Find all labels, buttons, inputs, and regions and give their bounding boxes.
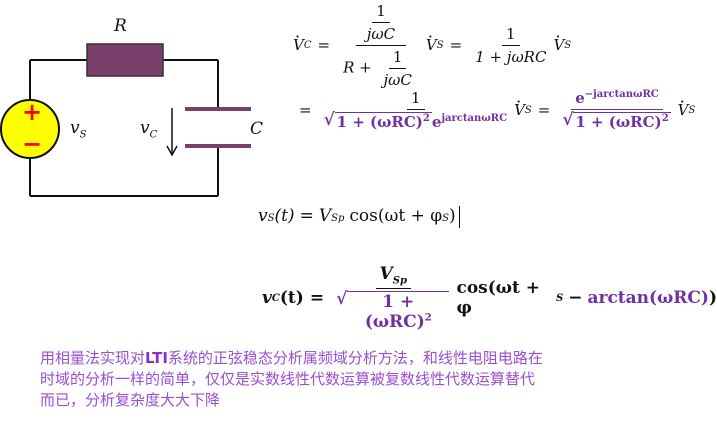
- sqrt-term-3: 1 + (ωRC): [364, 292, 425, 333]
- sp-sub: Sp: [331, 213, 345, 224]
- capacitor-label: C: [250, 119, 264, 139]
- equals-sign: =: [317, 36, 331, 54]
- cap-voltage-label: vC: [140, 118, 157, 140]
- vs-time: v: [258, 206, 268, 226]
- vs-phasor-3: V: [514, 92, 525, 119]
- vs-time-sub: S: [267, 213, 275, 224]
- vc-phasor: V: [293, 27, 304, 54]
- vs-phasor-4: V: [678, 92, 689, 119]
- equals-sign-2: =: [449, 36, 463, 54]
- v-sp: V: [318, 206, 332, 226]
- phi-sub: S: [442, 213, 449, 224]
- equation-divider-ratio: VC = 1 jωC R + 1 jωC VS = 1 1 + jωRC VS: [293, 0, 571, 90]
- vs-sub-4: S: [688, 104, 696, 116]
- inner-fraction-top: 1 jωC: [363, 2, 399, 43]
- close-paren: ): [449, 206, 456, 226]
- exp-neg: −jarctanωRC: [584, 89, 659, 100]
- voltage-source-symbol: [0, 99, 60, 159]
- cap-voltage-symbol: v: [140, 118, 150, 138]
- source-plus-sign: +: [22, 98, 43, 126]
- den-jwc: jωC: [366, 24, 396, 43]
- minus-sign: −: [568, 288, 583, 308]
- cap-voltage-sub: C: [149, 129, 158, 141]
- t-arg-2: (t): [279, 288, 304, 308]
- vs-sub-2: S: [564, 39, 572, 51]
- cos-bold: cos(ωt + φ: [456, 278, 540, 318]
- sqrt-term: 1 + (ωRC): [336, 113, 423, 131]
- equals-sign-6: =: [309, 288, 325, 308]
- equation-capacitor-time: vC (t) = VSp 1 + (ωRC)2 cos(ωt + φ S − ar…: [262, 264, 717, 332]
- text-cursor: [458, 206, 460, 228]
- t-arg: (t): [274, 206, 295, 226]
- resistor-symbol: [86, 43, 164, 77]
- vs-phasor: V: [426, 27, 437, 54]
- transfer-fraction: 1 1 + jωRC: [471, 25, 550, 66]
- exp-base: e: [431, 113, 442, 131]
- sqrt-term-2: 1 + (ωRC): [575, 113, 662, 131]
- equals-sign-5: =: [299, 206, 314, 226]
- line1-a: 用相量法实现对: [40, 349, 146, 367]
- vc-time: v: [262, 288, 272, 308]
- num-one: 1: [372, 2, 390, 23]
- polar-fraction-2: e−jarctanωRC 1 + (ωRC)2: [559, 89, 674, 131]
- source-voltage-label: vS: [70, 118, 86, 140]
- source-minus-sign: −: [22, 130, 43, 158]
- r-plus: R +: [343, 58, 372, 76]
- sq-3: 2: [424, 312, 432, 324]
- cos-arg: cos(ωt + φ: [349, 206, 443, 226]
- paragraph-line-3: 而已，分析复杂度大大下降: [40, 391, 221, 409]
- vs-phasor-2: V: [553, 27, 564, 54]
- transfer-den: 1 + jωRC: [475, 47, 547, 66]
- resistor-label: R: [114, 16, 127, 36]
- amplitude-fraction: VSp 1 + (ωRC)2: [333, 264, 453, 332]
- transfer-num: 1: [502, 25, 520, 46]
- v-sp-2: V: [379, 263, 393, 284]
- sp-sub-2: Sp: [392, 275, 407, 287]
- polar-num: 1: [407, 89, 425, 110]
- vc-arrow: [166, 108, 178, 157]
- inner-fraction-bottom: 1 jωC: [380, 48, 416, 89]
- source-voltage-sub: S: [79, 129, 87, 141]
- equals-sign-4: =: [537, 101, 551, 119]
- arctan-term: arctan(ωRC): [587, 288, 709, 308]
- phi-sub-2: S: [555, 292, 564, 304]
- vc-sub: C: [303, 39, 312, 51]
- main-fraction: 1 jωC R + 1 jωC: [339, 2, 423, 89]
- rc-circuit-diagram: [0, 43, 251, 197]
- vs-sub-3: S: [524, 104, 532, 116]
- lti-bold: LTI: [145, 349, 168, 367]
- paragraph-line-1: 用相量法实现对LTI系统的正弦稳态分析属频域分析方法，和线性电阻电路在: [40, 348, 700, 369]
- sq: 2: [422, 113, 430, 124]
- paragraph-line-2: 时域的分析一样的简单，仅仅是实数线性代数运算被复数线性代数运算替代: [40, 370, 536, 388]
- vc-time-sub: C: [271, 292, 280, 304]
- sq-2: 2: [661, 113, 669, 124]
- num-one-2: 1: [388, 48, 407, 69]
- source-voltage-symbol: v: [70, 118, 80, 138]
- exp-base-2: e: [575, 89, 585, 107]
- line1-b: 系统的正弦稳态分析属频域分析方法，和线性电阻电路在: [167, 349, 543, 367]
- vs-sub: S: [436, 39, 444, 51]
- explanation-paragraph: 用相量法实现对LTI系统的正弦稳态分析属频域分析方法，和线性电阻电路在 时域的分…: [40, 348, 700, 411]
- exp-pos: jarctanωRC: [441, 113, 508, 124]
- equals-sign-3: =: [299, 101, 312, 119]
- close-paren-bold: ): [708, 288, 717, 308]
- den-jwc-2: jωC: [383, 70, 412, 89]
